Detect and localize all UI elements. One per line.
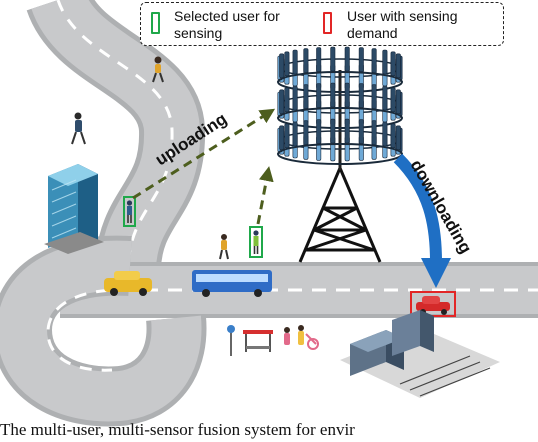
family-pedestrians	[284, 325, 319, 350]
sensing-demand-legend-label: User with sensing demand	[347, 8, 458, 41]
antenna-ring	[277, 118, 403, 165]
pedestrian-left	[71, 112, 86, 145]
downloading-arrow	[393, 153, 451, 288]
skyscraper	[44, 164, 104, 254]
bus-stop	[227, 325, 273, 356]
base-station-tower	[298, 70, 382, 263]
figure-caption: The multi-user, multi-sensor fusion syst…	[0, 420, 355, 439]
pedestrian-road	[219, 234, 229, 260]
bus	[192, 270, 272, 297]
selected-user-2	[249, 226, 263, 258]
selected-user-legend-label: Selected user for sensing	[174, 8, 280, 41]
selected-user-legend-icon	[151, 12, 160, 34]
antenna-ring	[277, 46, 403, 93]
sensing-demand-legend-icon	[323, 12, 332, 34]
legend-box: Selected user for sensing User with sens…	[140, 2, 504, 46]
selected-user-1	[123, 196, 136, 227]
pedestrian-top	[152, 56, 164, 83]
curved-road	[26, 0, 206, 271]
loop-road	[0, 235, 207, 427]
taxi	[104, 271, 152, 296]
building-complex	[340, 310, 500, 398]
antenna-ring	[277, 82, 403, 129]
uploading-arrows	[132, 108, 276, 225]
antenna-array	[277, 46, 403, 165]
